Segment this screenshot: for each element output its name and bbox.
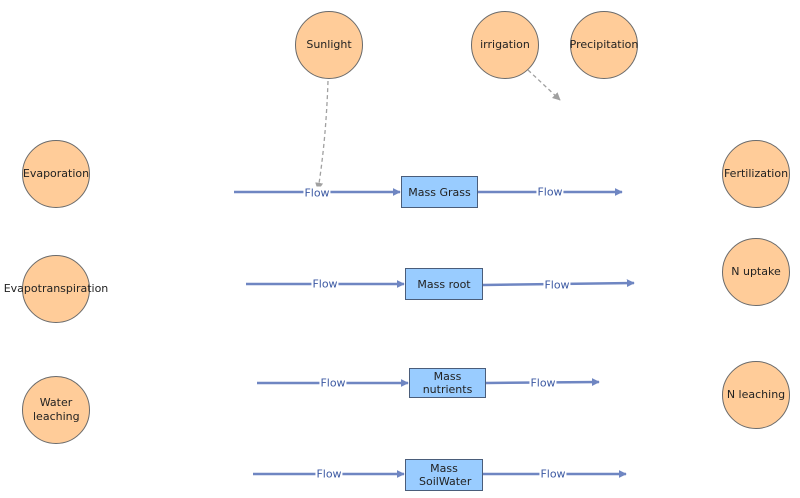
flow-label-grass-out: Flow	[536, 185, 564, 199]
flow-label-nutrients-out: Flow	[529, 376, 557, 390]
link-irrigation[interactable]	[527, 69, 561, 101]
stock-mass-nutrients[interactable]: Mass nutrients	[409, 368, 486, 398]
cloud-irrigation[interactable]: irrigation	[471, 11, 539, 79]
cloud-n-leaching[interactable]: N leaching	[722, 361, 790, 429]
cloud-n-leaching-label: N leaching	[726, 388, 786, 401]
cloud-n-uptake-label: N uptake	[731, 265, 781, 278]
stock-mass-grass[interactable]: Mass Grass	[401, 176, 478, 208]
cloud-fertilization[interactable]: Fertilization	[722, 140, 790, 208]
cloud-precipitation-label: Precipitation	[569, 38, 639, 51]
cloud-evaporation-label: Evaporation	[22, 167, 90, 180]
link-sunlight-to-flow[interactable]	[315, 80, 329, 191]
cloud-sunlight-label: Sunlight	[306, 38, 352, 51]
cloud-evapotranspiration[interactable]: Evapotranspiration	[4, 255, 108, 323]
cloud-n-uptake[interactable]: N uptake	[722, 238, 790, 306]
flow-label-soilwater-in: Flow	[315, 467, 343, 481]
cloud-water-leaching-label: Water leaching	[33, 396, 80, 423]
cloud-water-leaching[interactable]: Water leaching	[22, 376, 90, 444]
flow-label-root-out: Flow	[543, 278, 571, 292]
stock-mass-nutrients-label: Mass nutrients	[422, 370, 473, 396]
stock-mass-root-label: Mass root	[417, 277, 471, 291]
stock-mass-grass-label: Mass Grass	[408, 185, 471, 199]
stock-mass-soilwater-label: Mass SoilWater	[419, 462, 472, 488]
cloud-sunlight[interactable]: Sunlight	[295, 11, 363, 79]
stock-mass-soilwater[interactable]: Mass SoilWater	[405, 459, 483, 491]
cloud-evapotranspiration-label: Evapotranspiration	[3, 282, 109, 295]
flow-label-soilwater-out: Flow	[539, 467, 567, 481]
stock-mass-root[interactable]: Mass root	[405, 268, 483, 300]
flow-label-grass-in: Flow	[303, 186, 331, 200]
cloud-irrigation-label: irrigation	[480, 38, 530, 51]
flow-label-nutrients-in: Flow	[319, 376, 347, 390]
flow-label-root-in: Flow	[311, 277, 339, 291]
cloud-evaporation[interactable]: Evaporation	[22, 140, 90, 208]
cloud-precipitation[interactable]: Precipitation	[570, 11, 638, 79]
cloud-fertilization-label: Fertilization	[723, 167, 789, 180]
